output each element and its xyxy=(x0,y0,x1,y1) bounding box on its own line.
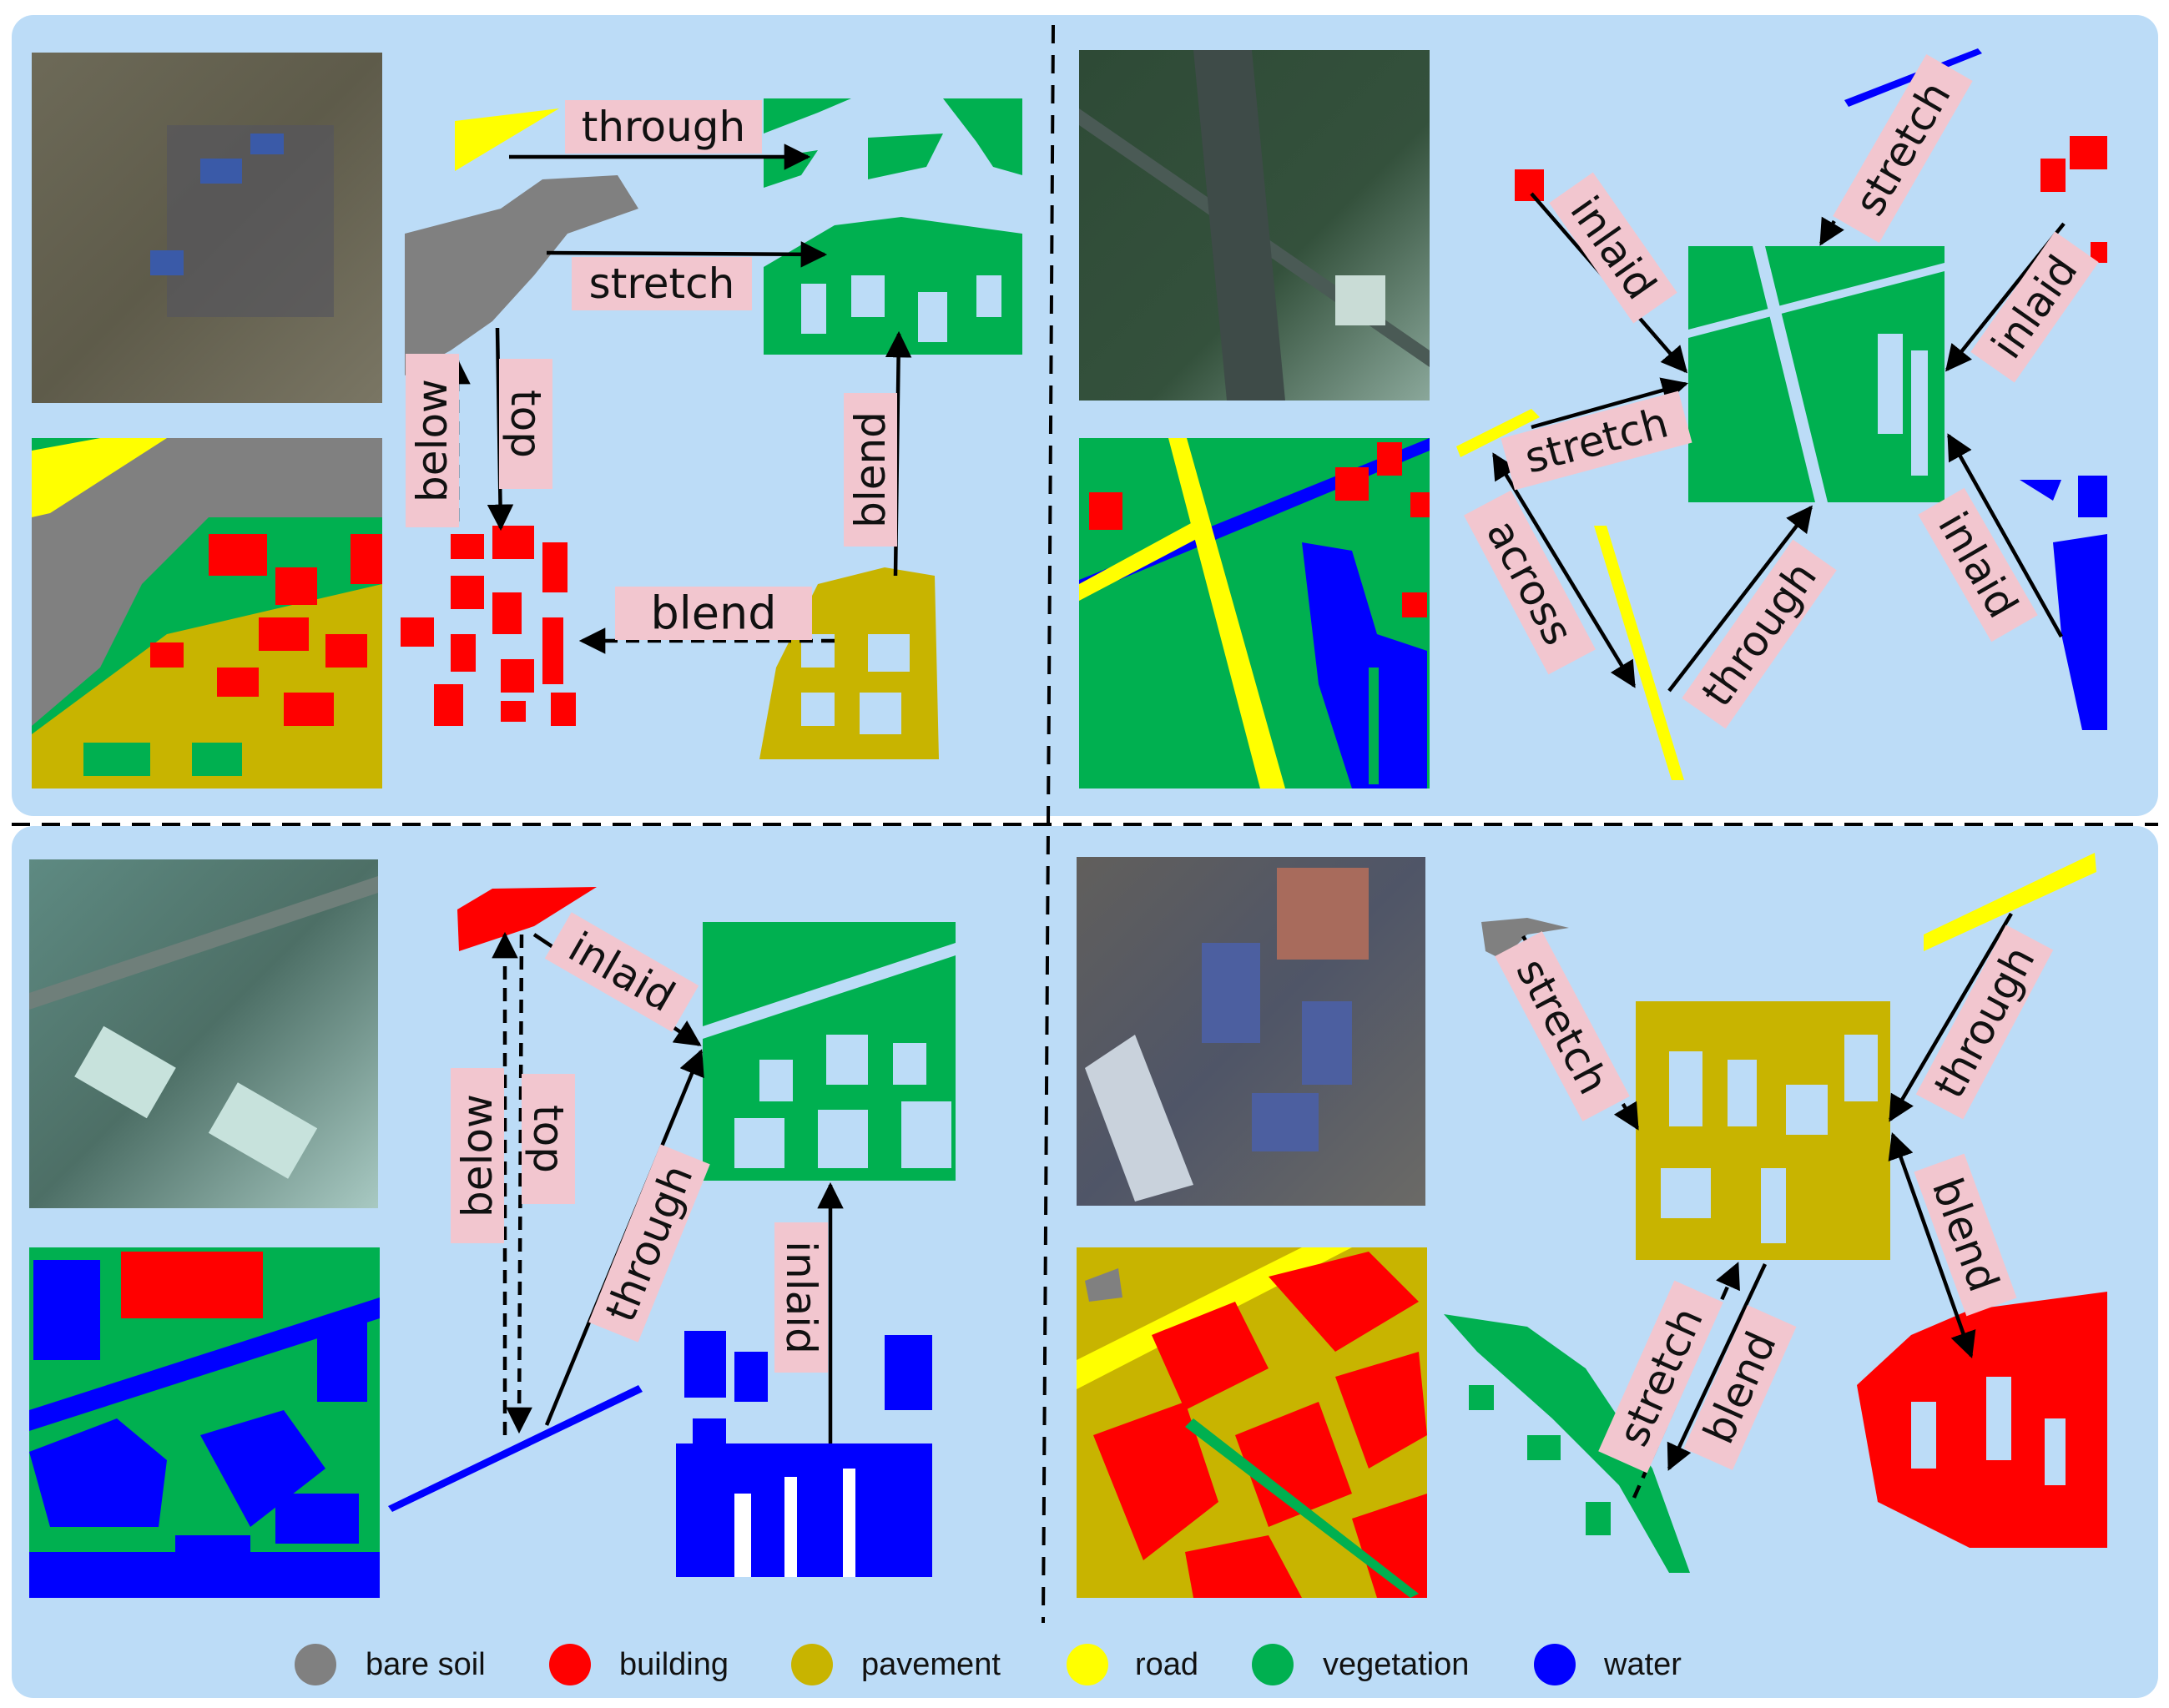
satellite-image xyxy=(29,859,378,1208)
relation-label-stretch: stretch xyxy=(572,257,752,310)
relation-label-blend-vertical: blend xyxy=(844,393,897,547)
vegetation-object-center xyxy=(1688,246,1945,502)
relation-label-below: below xyxy=(451,1068,504,1243)
relation-label-below: below xyxy=(406,354,459,527)
arrow-blend-bottom xyxy=(1667,1263,1768,1471)
svg-text:pavement: pavement xyxy=(861,1647,1001,1682)
arrow-stretch-left xyxy=(1531,377,1689,430)
svg-text:below: below xyxy=(408,379,456,502)
legend-swatch xyxy=(1252,1644,1294,1685)
legend-item-water: water xyxy=(1534,1644,1682,1685)
road-object-left xyxy=(1456,409,1540,457)
svg-text:top: top xyxy=(502,390,550,458)
svg-text:vegetation: vegetation xyxy=(1323,1647,1469,1682)
bare-soil-object xyxy=(405,175,638,375)
vegetation-object xyxy=(1444,1314,1690,1573)
arrow-stretch xyxy=(546,241,828,268)
relation-label-top: top xyxy=(499,359,552,489)
segmentation-map xyxy=(29,1247,380,1598)
building-object xyxy=(401,526,576,726)
relation-label-inlaid-bottom: inlaid xyxy=(774,1222,828,1373)
legend-item-vegetation: vegetation xyxy=(1252,1644,1469,1685)
svg-text:building: building xyxy=(619,1647,729,1682)
vertical-divider xyxy=(1042,24,1055,1624)
bare-soil-object xyxy=(1481,918,1569,960)
relation-label-top: top xyxy=(522,1074,575,1204)
svg-text:blend: blend xyxy=(650,587,776,640)
arrow-through xyxy=(1667,505,1813,693)
legend-item-pavement: pavement xyxy=(791,1644,1001,1685)
arrow-inlaid-right-bottom xyxy=(1947,433,2063,638)
legend: bare soil building pavement road vegetat… xyxy=(295,1644,1682,1685)
segmentation-map xyxy=(1079,438,1430,789)
arrow-blend-right xyxy=(1888,1132,1976,1358)
svg-text:bare soil: bare soil xyxy=(366,1647,486,1682)
legend-swatch xyxy=(549,1644,591,1685)
water-object xyxy=(676,1331,932,1577)
arrow-across xyxy=(1492,452,1636,688)
svg-text:through: through xyxy=(582,103,745,151)
water-object-road xyxy=(388,1385,643,1512)
legend-item-road: road xyxy=(1067,1644,1198,1685)
vegetation-object-network xyxy=(764,217,1022,355)
svg-text:water: water xyxy=(1603,1647,1682,1682)
building-object-right xyxy=(2040,136,2107,263)
arrow-top xyxy=(506,934,532,1434)
panel-bottom-right: stretch through blend stretch blend xyxy=(1077,853,2107,1598)
svg-text:inlaid: inlaid xyxy=(777,1241,825,1354)
road-object xyxy=(1924,853,2096,951)
road-object xyxy=(455,108,559,171)
svg-text:blend: blend xyxy=(846,411,895,528)
legend-item-bare-soil: bare soil xyxy=(295,1644,486,1685)
legend-swatch xyxy=(1534,1644,1576,1685)
building-object-left xyxy=(1515,169,1544,201)
legend-swatch xyxy=(295,1644,336,1685)
pavement-object xyxy=(1636,1001,1890,1260)
segmentation-map xyxy=(32,438,382,789)
segmentation-map xyxy=(1077,1247,1427,1598)
svg-text:below: below xyxy=(453,1094,502,1217)
legend-item-building: building xyxy=(549,1644,729,1685)
vegetation-object xyxy=(703,922,956,1181)
svg-text:stretch: stretch xyxy=(589,259,735,308)
legend-swatch xyxy=(791,1644,833,1685)
arrow-through xyxy=(1889,912,2013,1122)
legend-swatch xyxy=(1067,1644,1108,1685)
water-object-right xyxy=(2020,476,2107,730)
relation-label-through: through xyxy=(565,100,762,154)
svg-text:road: road xyxy=(1135,1647,1198,1682)
relation-label-blend-horizontal: blend xyxy=(615,587,812,640)
panel-top-left: through stretch below top blend blend xyxy=(32,53,1022,789)
svg-text:top: top xyxy=(524,1105,573,1173)
